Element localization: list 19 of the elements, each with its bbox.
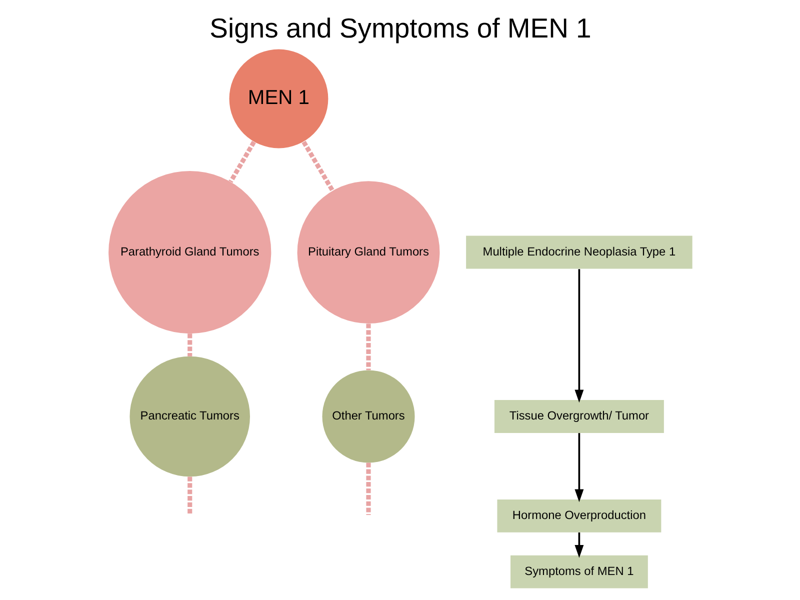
connector (187, 334, 192, 356)
node-circle: Pancreatic Tumors (129, 356, 250, 477)
node-box: Hormone Overproduction (496, 499, 661, 532)
node-circle: Other Tumors (322, 370, 414, 463)
arrow (574, 269, 584, 403)
node-box: Symptoms of MEN 1 (510, 555, 648, 588)
arrow (574, 532, 584, 558)
node-circle: MEN 1 (228, 49, 328, 148)
node-circle: Parathyroid Gland Tumors (108, 170, 271, 334)
diagram-title: Signs and Symptoms of MEN 1 (209, 12, 591, 44)
node-box: Multiple Endocrine Neoplasia Type 1 (466, 236, 692, 269)
connector (301, 140, 334, 192)
connector (366, 462, 370, 515)
node-circle: Pituitary Gland Tumors (296, 181, 440, 324)
arrow (574, 433, 584, 502)
connector (366, 324, 370, 370)
connector (228, 140, 256, 183)
node-box: Tissue Overgrowth/ Tumor (494, 400, 664, 433)
connector (187, 476, 192, 515)
